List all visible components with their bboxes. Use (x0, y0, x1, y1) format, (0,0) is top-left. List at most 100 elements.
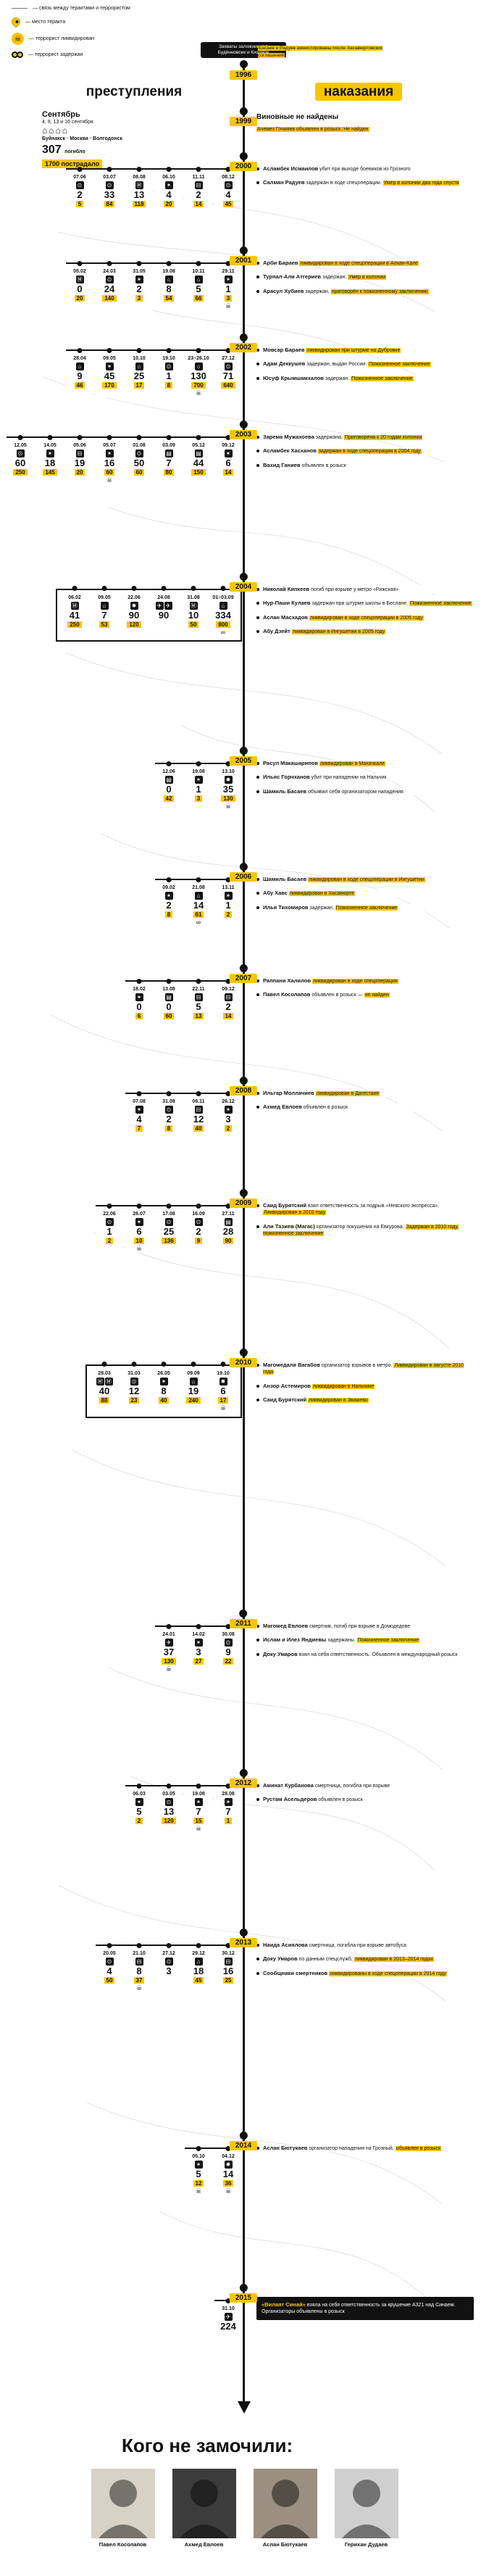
terror-event-card[interactable]: 27.11 ▤ 28 90 (214, 1212, 242, 1254)
apartment-bombings-summary[interactable]: Сентябрь 4, 9, 13 и 16 сентября ⌂⌂⌂⌂ Буй… (42, 110, 230, 170)
year-label[interactable]: 2004 (229, 582, 258, 592)
year-label[interactable]: 2011 (230, 1619, 257, 1628)
terror-event-card[interactable]: 22.11 ⊟ 5 13 (185, 987, 212, 1020)
terror-event-card[interactable]: 05.10 ✶ 5 12 ☠ (185, 2154, 212, 2196)
punishment-note[interactable]: Анзор Астемиров ликвидирован в Нальчике (256, 1382, 474, 1391)
terror-event-card[interactable]: 01.08 ⊙ 50 60 (125, 443, 153, 485)
terror-event-card[interactable]: 06.03 ✶ 5 2 (125, 1792, 153, 1834)
year-label[interactable]: 2013 (229, 1938, 258, 1947)
terror-event-card[interactable]: 19.08 ✶ 1 3 (185, 769, 212, 811)
punishment-note[interactable]: Рустам Асельдеров объявлен в розыск (256, 1796, 474, 1804)
terror-event-card[interactable]: 21.10 ⊟ 8 37 ☠ (125, 1951, 153, 1993)
terror-event-card[interactable]: 10.11 ⌂ 5 66 (185, 269, 212, 311)
terror-event-card[interactable]: 29.12 ⌂ 18 45 (185, 1951, 212, 1993)
punishment-note[interactable]: Адам Деккушев задержан, выдан России. По… (256, 360, 474, 368)
terror-event-card[interactable]: 09.05 ⌂ 7 53 (91, 595, 118, 637)
terror-event-card[interactable]: 08.12 ⊙ 4 45 (214, 175, 242, 208)
punishment-note[interactable]: Аслан Бютукаев организатор нападения на … (256, 2145, 474, 2153)
year-label[interactable]: 2003 (229, 430, 258, 439)
terror-event-card[interactable]: 16.09 ⊙ 2 9 (185, 1212, 212, 1254)
terror-event-card[interactable]: 05.06 ⊟ 19 20 (66, 443, 93, 485)
terror-event-card[interactable]: 21.08 ⌂ 14 61 ∞ (185, 885, 212, 927)
terror-event-card[interactable]: 14.02 ✶ 3 27 (185, 1632, 212, 1674)
punishment-note[interactable]: Шамиль Басаев объявил себя организатором… (256, 787, 474, 796)
punishment-note[interactable]: Наида Асиялова смертница, погибла при вз… (256, 1942, 474, 1950)
survivor-card[interactable]: Павел Косолапов (91, 2469, 155, 2548)
terror-event-card[interactable]: 09.12 ✶ 6 14 (214, 443, 242, 485)
terror-event-card[interactable]: 30.12 ⊟ 16 25 (214, 1951, 242, 1993)
punishment-note[interactable]: Ильгар Моллачиев ликвидирован в Дагестан… (256, 1090, 474, 1098)
punishment-note[interactable]: Магомедали Вагабов организатор взрывов в… (256, 1362, 474, 1376)
terror-event-card[interactable]: 03.07 ⊙ 33 84 (96, 175, 123, 208)
terror-event-card[interactable]: 09.12 ⊟ 2 14 (214, 987, 242, 1020)
punishment-note[interactable]: Асламбек Хасханов задержан в ходе спецоп… (256, 447, 474, 455)
terror-event-card[interactable]: 24.03 ⊙ 24 140 (96, 269, 123, 311)
year-label[interactable]: 2014 (229, 2141, 258, 2150)
year-label[interactable]: 2001 (229, 256, 258, 265)
terror-event-card[interactable]: 31.08 ⊙ 2 8 (155, 1099, 183, 1132)
terror-event-card[interactable]: 18.02 ✶ 0 6 (125, 987, 153, 1020)
terror-event-card[interactable]: 28.08 ✶ 7 1 (214, 1792, 242, 1834)
terror-event-card[interactable]: 20.05 ⊙ 4 50 (96, 1951, 123, 1993)
terror-event-card[interactable]: 26.12 ✶ 3 2 (214, 1099, 242, 1132)
terror-event-card[interactable]: 13.10 ✹ 35 130 ☠ (214, 769, 242, 811)
terror-event-card[interactable]: 24.01 ✈ 37 130 ☠ (155, 1632, 183, 1674)
terror-event-card[interactable]: 27.12 ⊙ 71 640 (214, 356, 242, 398)
terror-event-card[interactable]: 06.10 ✶ 4 20 (155, 175, 183, 208)
terror-event-card[interactable]: 09.09 ⌂ 19 240 (180, 1371, 207, 1413)
year-label[interactable]: 2007 (229, 974, 258, 983)
terror-event-card[interactable]: 31.08 Ⓜ 10 50 (180, 595, 207, 637)
punishment-note[interactable]: Ахмед Евлоев объявлен в розыск (256, 1103, 474, 1111)
punishment-note[interactable]: Арасул Хубиев задержан, приговорён к пож… (256, 287, 474, 296)
terror-event-card[interactable]: 09.02 ✶ 2 8 (155, 885, 183, 927)
terror-event-card[interactable]: 14.05 ✶ 18 145 (36, 443, 64, 485)
terror-event-card[interactable]: 07.08 ✶ 4 7 (125, 1099, 153, 1132)
punishment-note[interactable]: Арби Бараев ликвидирован в ходе спецопер… (256, 260, 474, 268)
year-label[interactable]: 2009 (229, 1198, 258, 1208)
punishment-note[interactable]: Раппани Халилов ликвидирован в ходе спец… (256, 977, 474, 985)
terror-event-card[interactable]: 03.05 ⊙ 13 120 (155, 1792, 183, 1834)
terror-event-card[interactable]: 19.08 ⌂ 8 54 (155, 269, 183, 311)
punishment-note[interactable]: Ислам и Илез Яндиевы задержаны. Пожизнен… (256, 1636, 474, 1644)
terror-event-card[interactable]: 22.06 ⊙ 1 2 (96, 1212, 123, 1254)
punishment-note[interactable]: Сообщники смертников ликвидированы в ход… (256, 1969, 474, 1978)
punishment-note[interactable]: Нур-Паши Кулаев задержан при штурме школ… (256, 600, 474, 608)
punishment-note[interactable]: Абу Хавс ликвидирован в Хасавюрте (256, 890, 474, 898)
punishment-note[interactable]: Расул Макашарипов ликвидирован в Махачка… (256, 760, 474, 768)
terror-event-card[interactable]: 01–03.09 ⌂ 334 800 ∞ (209, 595, 237, 637)
terror-event-card[interactable]: 13.08 ▤ 0 60 (155, 987, 183, 1020)
year-label[interactable]: 1996 (229, 70, 258, 80)
terror-event-card[interactable]: 26.05 ✶ 8 40 (150, 1371, 177, 1413)
punishment-note[interactable]: Асламбек Исмаилов убит при выходе боевик… (256, 165, 474, 173)
terror-event-card[interactable]: 27.12 ⊙ 3 (155, 1951, 183, 1993)
punishment-note[interactable]: Турпал-Али Атгериев задержан. Умер в кол… (256, 273, 474, 281)
terror-event-card[interactable]: 23–26.10 ⌂ 130 700 ☠ (185, 356, 212, 398)
terror-event-card[interactable]: 29.11 ✶ 1 3 ☠ (214, 269, 242, 311)
terror-event-card[interactable]: 22.06 ✹ 90 120 (120, 595, 148, 637)
punishment-note[interactable]: Ильяс Горчханов убит при нападении на На… (256, 774, 474, 782)
terror-event-card[interactable]: 05.12 ▤ 44 150 (185, 443, 212, 485)
terror-event-card[interactable]: 31.03 ⊙ 12 23 (120, 1371, 148, 1413)
survivor-card[interactable]: Герихан Дудаев (334, 2469, 398, 2548)
terror-event-card[interactable]: 06.11 ⊟ 12 40 (185, 1099, 212, 1132)
punishment-note[interactable]: Юсуф Крымшамхалов задержан. Пожизненное … (256, 374, 474, 383)
punishment-note[interactable]: Павел Косолапов объявлен в розыск — не н… (256, 991, 474, 999)
terror-event-card[interactable]: 12.06 ▤ 0 42 (155, 769, 183, 811)
terror-event-card[interactable]: 28.04 ⌂ 9 46 (66, 356, 93, 398)
year-label[interactable]: 2010 (229, 1358, 258, 1367)
terror-event-card[interactable]: 07.06 ⊙ 2 5 (66, 175, 93, 208)
terror-event-card[interactable]: 06.02 Ⓜ 41 250 (61, 595, 88, 637)
punishment-note[interactable]: «Вилаят Синай» взяла на себя ответственн… (256, 2297, 474, 2320)
survivor-card[interactable]: Аслан Бютукаев (253, 2469, 317, 2548)
punishment-note[interactable]: Саид Бурятский ликвидирован в Экажево (256, 1396, 474, 1404)
survivor-card[interactable]: Ахмед Евлоев (172, 2469, 236, 2548)
year-label[interactable]: 2006 (229, 872, 258, 882)
year-label[interactable]: 2015 (229, 2293, 258, 2303)
punishment-note[interactable]: Шамиль Басаев ликвидирован в ходе спецоп… (256, 876, 474, 884)
terror-event-card[interactable]: 12.05 ⊙ 60 250 (7, 443, 34, 485)
terror-event-card[interactable]: 17.08 ⊙ 25 136 (155, 1212, 183, 1254)
punishment-note[interactable]: Аминат Курбанова смертница, погибла при … (256, 1782, 474, 1790)
punishment-note[interactable]: Саид Бурятский взял ответственность за п… (256, 1202, 474, 1217)
punishment-note[interactable]: Салман Радуев задержан в ходе спецоперац… (256, 179, 474, 187)
